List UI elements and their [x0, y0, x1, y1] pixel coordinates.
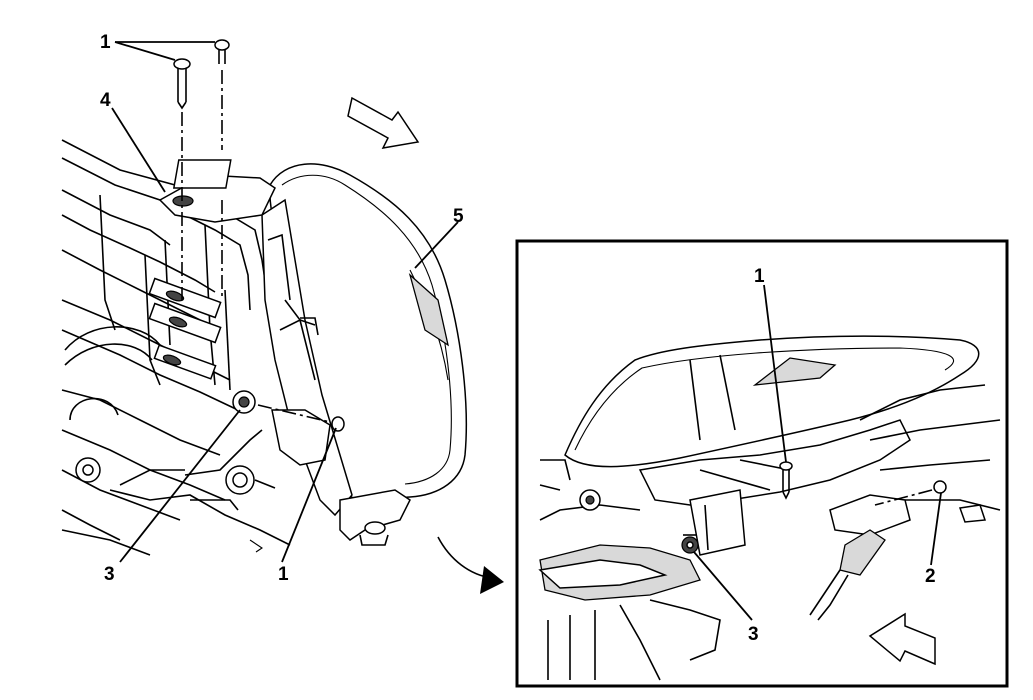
callout-3-main: 3 — [104, 564, 115, 585]
callout-4: 4 — [100, 90, 111, 111]
leader-lines-inset — [693, 284, 942, 621]
callout-1-main: 1 — [278, 564, 289, 585]
callout-1-top: 1 — [100, 32, 111, 53]
inset-reference-arrow — [437, 536, 504, 594]
detail-inset — [515, 239, 1009, 688]
front-end-structure — [61, 139, 311, 556]
headlamp-assembly — [158, 159, 468, 546]
callout-3-inset: 3 — [748, 624, 759, 645]
callout-1-inset: 1 — [754, 266, 765, 287]
leader-lines-main — [111, 41, 459, 563]
removal-direction-arrow — [347, 96, 420, 149]
bolt-fasteners-main — [173, 39, 345, 432]
callout-2-inset: 2 — [925, 566, 936, 587]
callout-5: 5 — [453, 206, 464, 227]
